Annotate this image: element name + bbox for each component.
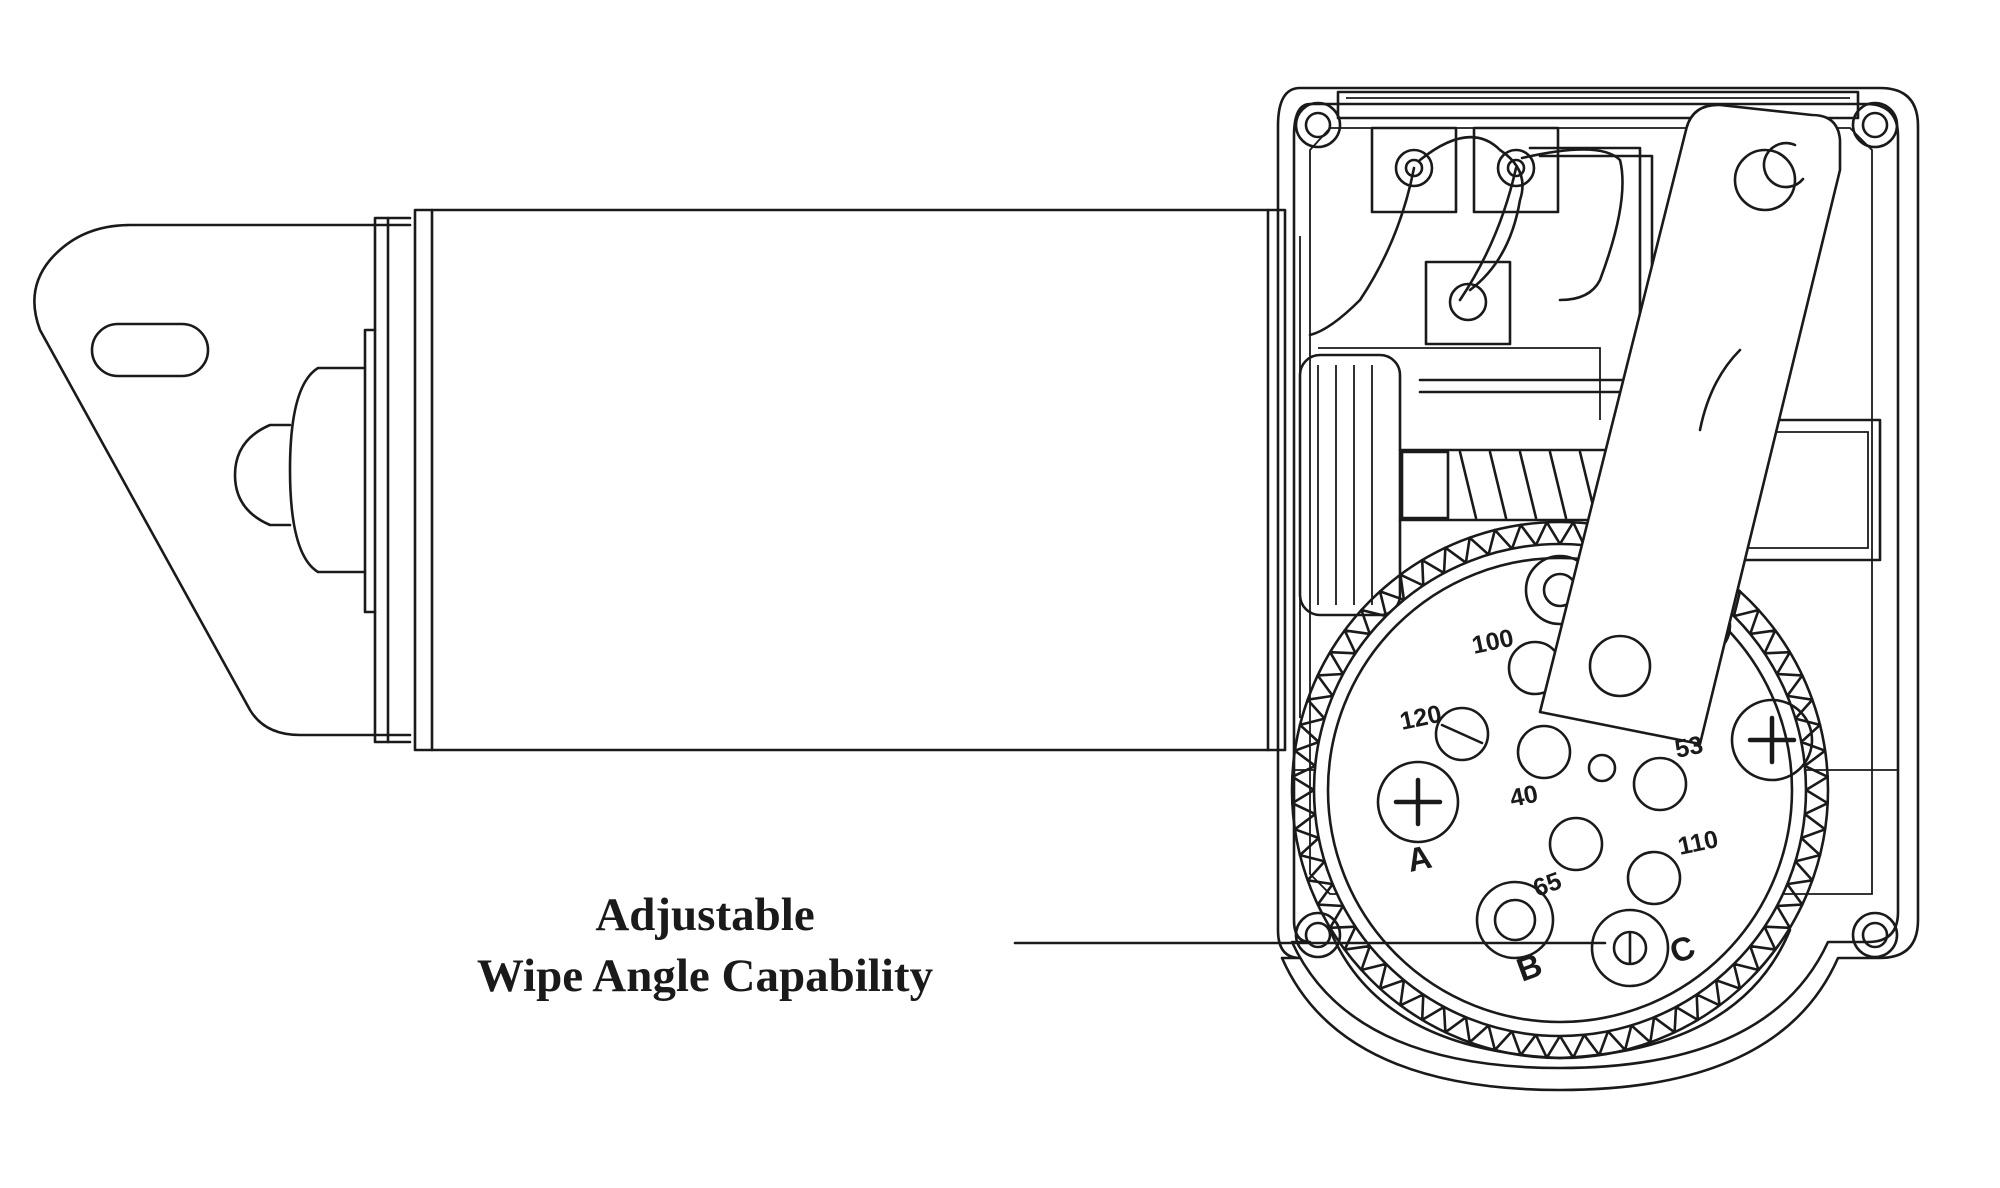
motor-end-cap xyxy=(233,216,412,744)
angle-label-40: 40 xyxy=(1507,780,1540,813)
caption-line-1: Adjustable xyxy=(595,889,815,941)
caption-line-2: Wipe Angle Capability xyxy=(476,950,934,1002)
crank-arm xyxy=(1538,103,1842,746)
mounting-bracket xyxy=(33,223,412,737)
angle-label-53: 53 xyxy=(1672,731,1705,764)
motor-body xyxy=(413,208,1287,752)
